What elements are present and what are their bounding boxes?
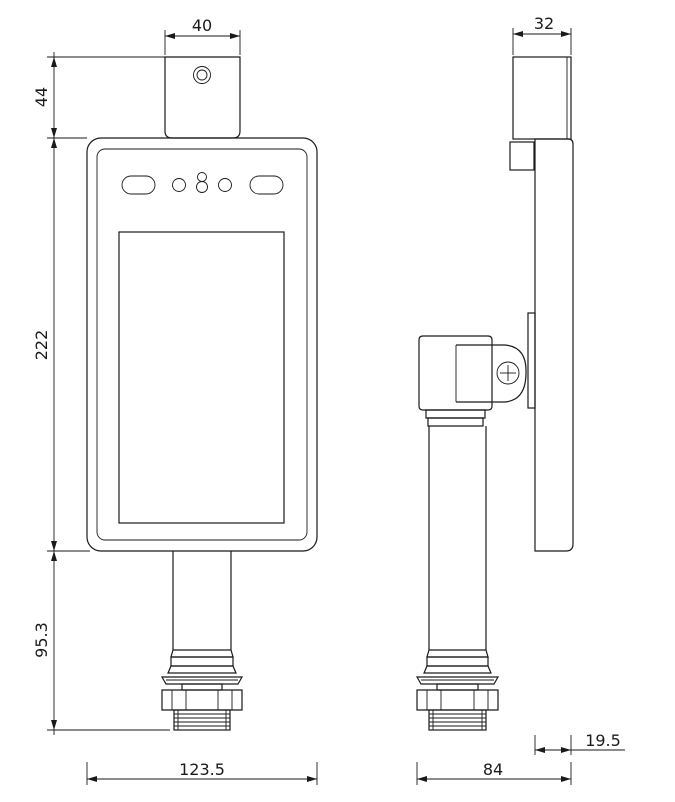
side-collar bbox=[425, 409, 486, 427]
front-screen bbox=[118, 231, 285, 524]
dim-label-side-mount-width: 32 bbox=[534, 14, 554, 33]
front-base-flange bbox=[160, 676, 244, 711]
front-view bbox=[86, 56, 318, 731]
front-thread bbox=[173, 709, 231, 731]
side-panel bbox=[534, 138, 574, 552]
side-mount-block bbox=[512, 56, 572, 140]
dim-label-mount-height: 44 bbox=[32, 87, 51, 107]
side-base-flange bbox=[415, 676, 500, 711]
front-sensor-right bbox=[218, 178, 232, 192]
dim-label-total-width: 123.5 bbox=[179, 760, 225, 779]
front-sensor-left bbox=[172, 178, 186, 192]
front-mount-hole bbox=[193, 66, 211, 84]
front-body-inner bbox=[96, 148, 308, 541]
side-view bbox=[415, 56, 574, 731]
dim-label-panel-depth: 19.5 bbox=[585, 731, 621, 750]
front-light-right bbox=[249, 175, 284, 195]
dim-side-mount-width: 32 bbox=[512, 14, 572, 55]
dim-mount-width: 40 bbox=[164, 16, 241, 55]
side-thread bbox=[428, 709, 487, 731]
side-joint-screw bbox=[496, 361, 520, 385]
front-pole bbox=[167, 551, 237, 674]
dim-panel-depth: 19.5 bbox=[534, 731, 625, 755]
front-camera bbox=[196, 172, 208, 193]
side-mount-tab bbox=[509, 141, 535, 171]
front-body-outer bbox=[86, 137, 318, 552]
dim-vertical-chain: 44 222 95.3 bbox=[32, 52, 170, 735]
front-mount-plate bbox=[164, 56, 241, 139]
front-light-left bbox=[121, 175, 156, 195]
dim-total-width: 123.5 bbox=[86, 760, 318, 785]
dim-side-depth: 84 bbox=[416, 760, 572, 785]
dim-label-mount-width: 40 bbox=[192, 16, 212, 35]
side-swivel-joint bbox=[418, 335, 527, 411]
side-bracket-plate bbox=[527, 312, 536, 409]
dim-label-side-depth: 84 bbox=[483, 760, 503, 779]
side-pole bbox=[423, 426, 492, 674]
dim-label-body-height: 222 bbox=[32, 330, 51, 361]
dim-label-pole-height: 95.3 bbox=[32, 622, 51, 658]
